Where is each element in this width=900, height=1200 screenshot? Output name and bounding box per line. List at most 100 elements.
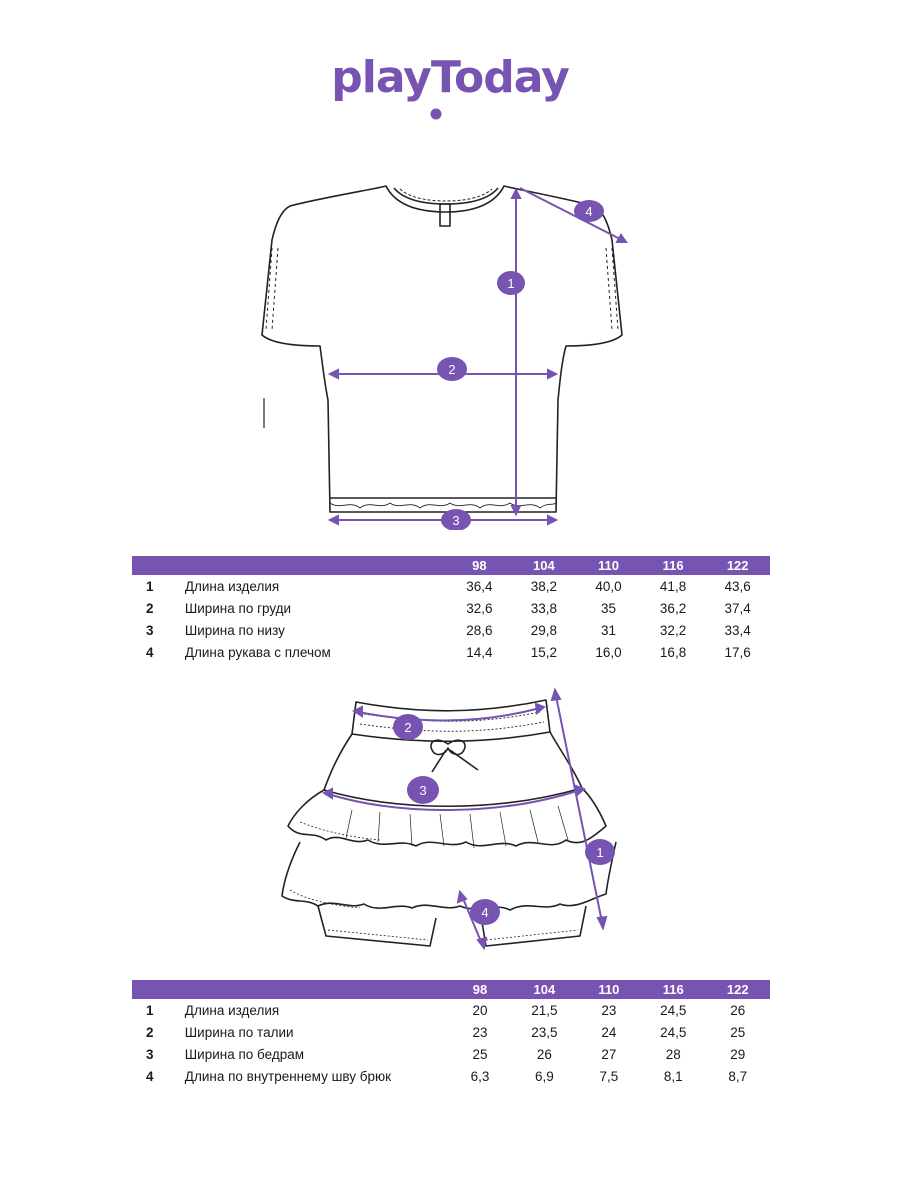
cell-value: 38,2	[530, 578, 558, 594]
table-row: 2 Ширина по талии 23 23,5 24 24,5 25	[132, 1021, 770, 1043]
cell-value: 32,6	[466, 600, 493, 616]
cell-value: 25	[472, 1046, 488, 1062]
cell-value: 26	[536, 1046, 552, 1062]
row-number: 3	[146, 1046, 154, 1062]
skirt-marker-2: 2	[393, 714, 423, 740]
tshirt-marker-4: 4	[574, 200, 604, 222]
row-label: Ширина по низу	[184, 622, 285, 638]
cell-value: 23	[472, 1024, 488, 1040]
row-number: 1	[146, 1002, 154, 1018]
cell-value: 8,1	[663, 1068, 683, 1084]
cell-value: 16,0	[595, 644, 622, 660]
cell-value: 32,2	[659, 622, 687, 638]
cell-value: 6,3	[470, 1068, 490, 1084]
table-header-row: 98 104 110 116 122	[132, 980, 770, 999]
tshirt-marker-2: 2	[437, 357, 467, 381]
cell-value: 24,5	[660, 1002, 687, 1018]
cell-value: 33,4	[724, 622, 751, 638]
row-label: Ширина по талии	[184, 1024, 294, 1040]
cell-value: 28	[665, 1046, 681, 1062]
cell-value: 41,8	[659, 578, 687, 594]
cell-value: 24,5	[660, 1024, 687, 1040]
cell-value: 37,4	[724, 600, 751, 616]
cell-value: 33,8	[530, 600, 558, 616]
cell-value: 23	[601, 1002, 617, 1018]
cell-value: 15,2	[530, 644, 558, 660]
row-label: Ширина по груди	[184, 600, 292, 616]
skirt-marker-1: 1	[585, 839, 615, 865]
size-header: 98	[447, 556, 512, 575]
size-header: 122	[705, 980, 770, 999]
size-header: 110	[576, 980, 642, 999]
svg-text:4: 4	[585, 204, 592, 219]
size-header: 104	[511, 556, 577, 575]
table-row: 1 Длина изделия 20 21,5 23 24,5 26	[132, 999, 770, 1021]
tshirt-marker-3: 3	[441, 509, 471, 530]
row-number: 3	[146, 622, 154, 638]
cell-value: 28,6	[466, 622, 493, 638]
cell-value: 40,0	[595, 578, 622, 594]
tshirt-size-table: 98 104 110 116 122 1 Длина изделия 36,4 …	[132, 556, 770, 663]
cell-value: 25	[730, 1024, 746, 1040]
size-header: 98	[447, 980, 513, 999]
table-row: 3 Ширина по низу 28,6 29,8 31 32,2 33,4	[132, 619, 770, 641]
row-number: 2	[146, 1024, 154, 1040]
skirt-sketch: 1 2 3 4	[281, 687, 617, 951]
cell-value: 6,9	[535, 1068, 554, 1084]
cell-value: 29	[730, 1046, 746, 1062]
skirt-waistband	[351, 699, 551, 743]
brand-logo-text: playToday	[331, 52, 569, 103]
brand-logo-dot	[430, 108, 442, 120]
table-row: 3 Ширина по бедрам 25 26 27 28 29	[132, 1043, 770, 1065]
brand-logo: playToday	[331, 52, 570, 120]
cell-value: 26	[730, 1002, 746, 1018]
cell-value: 35	[600, 600, 616, 616]
svg-text:2: 2	[448, 362, 455, 377]
svg-text:3: 3	[419, 783, 426, 798]
tshirt-marker-1: 1	[497, 271, 525, 295]
row-label: Длина изделия	[184, 578, 280, 594]
cell-value: 43,6	[724, 578, 751, 594]
svg-text:1: 1	[596, 845, 603, 860]
size-header: 116	[641, 980, 706, 999]
cell-value: 21,5	[531, 1002, 558, 1018]
row-number: 4	[146, 1068, 154, 1084]
table-row: 4 Длина рукава с плечом 14,4 15,2 16,0 1…	[132, 641, 770, 663]
cell-value: 29,8	[530, 622, 558, 638]
cell-value: 14,4	[466, 644, 493, 660]
cell-value: 7,5	[599, 1068, 619, 1084]
size-header: 116	[640, 556, 706, 575]
cell-value: 17,6	[724, 644, 751, 660]
cell-value: 20	[472, 1002, 488, 1018]
size-header: 104	[512, 980, 577, 999]
cell-value: 36,4	[466, 578, 493, 594]
tshirt-sketch: 1 2 3 4	[261, 185, 628, 530]
svg-text:3: 3	[452, 513, 459, 528]
row-label: Ширина по бедрам	[184, 1046, 305, 1062]
skirt-marker-3: 3	[407, 776, 439, 804]
cell-value: 31	[600, 622, 616, 638]
cell-value: 24	[601, 1024, 617, 1040]
row-label: Длина рукава с плечом	[184, 644, 331, 660]
svg-text:4: 4	[481, 905, 488, 920]
skirt-marker-4: 4	[470, 899, 500, 925]
cell-value: 36,2	[659, 600, 687, 616]
skirt-size-table: 98 104 110 116 122 1 Длина изделия 20 21…	[132, 980, 770, 1087]
table-row: 2 Ширина по груди 32,6 33,8 35 36,2 37,4	[132, 597, 770, 619]
row-label: Длина изделия	[184, 1002, 280, 1018]
table-header-row: 98 104 110 116 122	[132, 556, 770, 575]
cell-value: 27	[601, 1046, 617, 1062]
cell-value: 16,8	[659, 644, 687, 660]
tshirt-outline	[261, 185, 623, 513]
table-row: 4 Длина по внутреннему шву брюк 6,3 6,9 …	[132, 1065, 770, 1087]
cell-value: 23,5	[531, 1024, 558, 1040]
svg-text:1: 1	[507, 276, 514, 291]
cell-value: 8,7	[728, 1068, 748, 1084]
row-number: 1	[146, 578, 154, 594]
row-number: 4	[146, 644, 154, 660]
row-number: 2	[146, 600, 154, 616]
table-row: 1 Длина изделия 36,4 38,2 40,0 41,8 43,6	[132, 575, 770, 597]
svg-text:2: 2	[404, 720, 411, 735]
row-label: Длина по внутреннему шву брюк	[184, 1068, 392, 1084]
size-header: 122	[705, 556, 770, 575]
